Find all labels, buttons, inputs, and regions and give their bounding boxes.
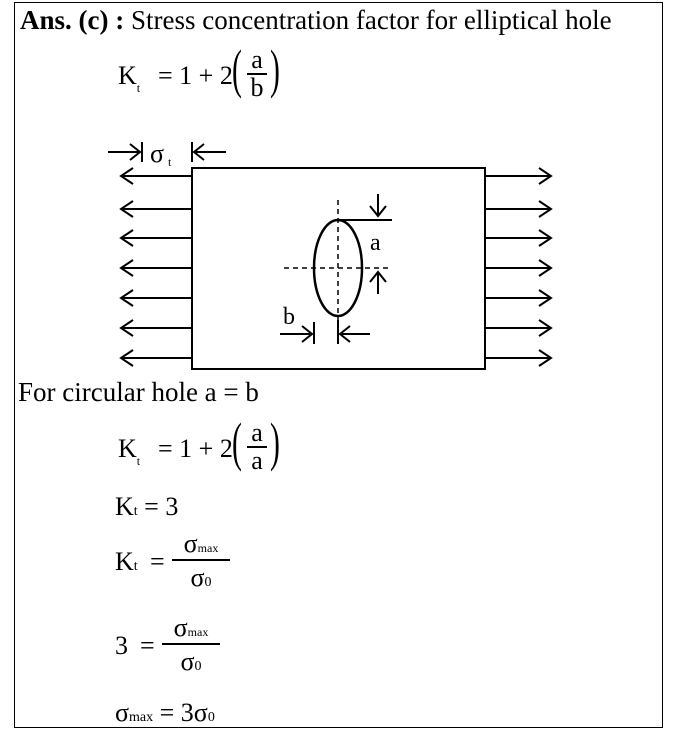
fraction-bar: [172, 559, 230, 561]
sigma-max-symbol: σ: [173, 613, 188, 642]
formula1-right-paren: ): [270, 39, 280, 99]
formula4-fraction: σmax σ0: [170, 531, 232, 591]
left-arrow: [119, 167, 192, 185]
formula1-num: a: [251, 45, 263, 74]
formula5-num: σmax: [174, 615, 209, 641]
answer-heading: Ans. (c) : Stress concentration factor f…: [20, 7, 612, 34]
formula1-den: b: [250, 72, 264, 102]
formula6-rhs-sub: 0: [207, 710, 215, 725]
left-stress-arrows: [119, 167, 192, 367]
right-arrow: [485, 259, 553, 277]
formula4-k: K: [115, 547, 134, 576]
circular-hole-text: For circular hole a = b: [18, 377, 259, 407]
formula-sigma-max-result: σmax = 3σ0: [115, 700, 215, 726]
formula4-k-sub: t: [133, 559, 138, 574]
label-a: a: [370, 230, 381, 256]
formula2-left-paren: (: [232, 412, 242, 472]
sigma-dimension-arrows: [108, 142, 226, 162]
sigma-label: σ: [150, 139, 164, 168]
fraction-bar: [247, 446, 267, 448]
formula2-eq: = 1 + 2: [158, 434, 233, 463]
left-arrow: [119, 349, 192, 367]
formula6-rhs: = 3σ: [159, 698, 208, 727]
right-arrow: [485, 289, 553, 307]
formula4-eq: =: [150, 547, 165, 576]
right-arrow: [485, 167, 553, 185]
formula4-num: σmax: [184, 531, 219, 557]
sigma-zero-symbol: σ: [180, 646, 195, 676]
right-stress-arrows: [485, 167, 553, 367]
formula3-k: K: [115, 492, 134, 521]
label-b: b: [283, 304, 295, 330]
fraction-bar: [162, 643, 220, 645]
formula-kt-value: Kt = 3: [115, 494, 178, 520]
formula1-fraction: a b: [246, 47, 268, 101]
formula2-k-sub: t: [136, 454, 141, 468]
left-arrow: [119, 229, 192, 247]
sigma-zero-symbol: σ: [190, 562, 205, 592]
formula1-eq: = 1 + 2: [158, 61, 233, 90]
formula2-right-paren: ): [270, 412, 280, 472]
right-arrow: [485, 349, 553, 367]
left-arrow: [119, 319, 192, 337]
formula1-k-sub: t: [136, 81, 141, 95]
formula1-left-paren: (: [232, 39, 242, 99]
fraction-bar: [247, 73, 267, 75]
formula5-den: σ0: [180, 646, 202, 676]
plate-with-elliptical-hole-diagram: σ t a b: [108, 139, 553, 370]
sigma-zero-sub: 0: [204, 574, 212, 590]
left-arrow: [119, 289, 192, 307]
right-arrow: [485, 319, 553, 337]
formula4-den: σ0: [190, 562, 212, 592]
formula6-sigma-sub: max: [129, 710, 154, 725]
sigma-max-sub: max: [187, 625, 209, 639]
left-arrow: [119, 259, 192, 277]
formula2-k: K: [118, 434, 137, 463]
formula4-lhs: Kt: [115, 549, 138, 575]
dimension-a: [340, 194, 392, 294]
sigma-max-symbol: σ: [183, 529, 198, 558]
formula5-fraction: σmax σ0: [160, 615, 222, 675]
answer-box: [14, 2, 663, 728]
formula2-lhs: Kt: [118, 434, 140, 468]
formula3-k-sub: t: [133, 504, 138, 519]
left-arrow: [119, 200, 192, 218]
formula2-num: a: [251, 418, 263, 447]
formula1-lhs: Kt: [118, 61, 140, 95]
formula5-eq: =: [140, 631, 155, 660]
sigma-max-sub: max: [197, 541, 219, 555]
formula3-rhs: = 3: [144, 492, 179, 521]
dimension-b: [280, 320, 370, 344]
formula6-sigma: σ: [115, 698, 130, 727]
right-arrow: [485, 229, 553, 247]
answer-label: Ans. (c) :: [20, 5, 125, 35]
formula2-den: a: [251, 445, 263, 475]
formula2-fraction: a a: [246, 420, 268, 474]
right-arrow: [485, 200, 553, 218]
sigma-zero-sub: 0: [194, 658, 202, 674]
formula5-lhs: 3: [115, 631, 128, 660]
sigma-label-sub: t: [168, 155, 172, 169]
formula1-k: K: [118, 61, 137, 90]
heading-text: Stress concentration factor for elliptic…: [130, 5, 612, 35]
